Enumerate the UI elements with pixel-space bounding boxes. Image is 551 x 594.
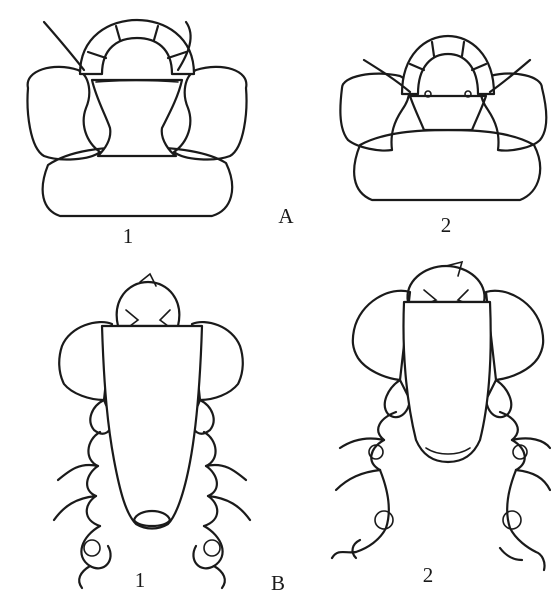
antennal-tuft (407, 266, 484, 302)
compound-eye-left (28, 67, 100, 160)
group-b-label: B (271, 571, 285, 594)
a1-panel-number: 1 (123, 224, 134, 248)
proboscis (404, 302, 491, 462)
compound-eye-right (486, 291, 543, 380)
leg-right (500, 412, 550, 570)
compound-eye-right (174, 67, 246, 160)
labella-tip (134, 511, 170, 526)
frons-central (410, 96, 486, 130)
figure-b1-head-ventral (54, 274, 250, 588)
proboscis (102, 326, 202, 529)
leg-left (332, 412, 396, 558)
frons-central (92, 80, 182, 156)
a2-panel-number: 2 (441, 213, 452, 237)
figure-b2-head-ventral (332, 262, 550, 570)
antennal-segments (402, 36, 494, 94)
leg-left (54, 432, 111, 588)
figure-a1-head-dorsal (28, 20, 247, 216)
b2-panel-number: 2 (423, 563, 434, 587)
figure-a2-head-dorsal (340, 36, 546, 200)
b1-panel-number: 1 (135, 568, 146, 592)
antennal-segments (80, 20, 194, 74)
head-capsule (354, 130, 540, 200)
leg-right (193, 432, 250, 588)
head-capsule (43, 147, 233, 216)
antennal-tuft (117, 282, 180, 326)
compound-eye-left (353, 291, 410, 380)
group-a-label: A (278, 204, 294, 228)
antenna-seta-left (44, 22, 84, 70)
